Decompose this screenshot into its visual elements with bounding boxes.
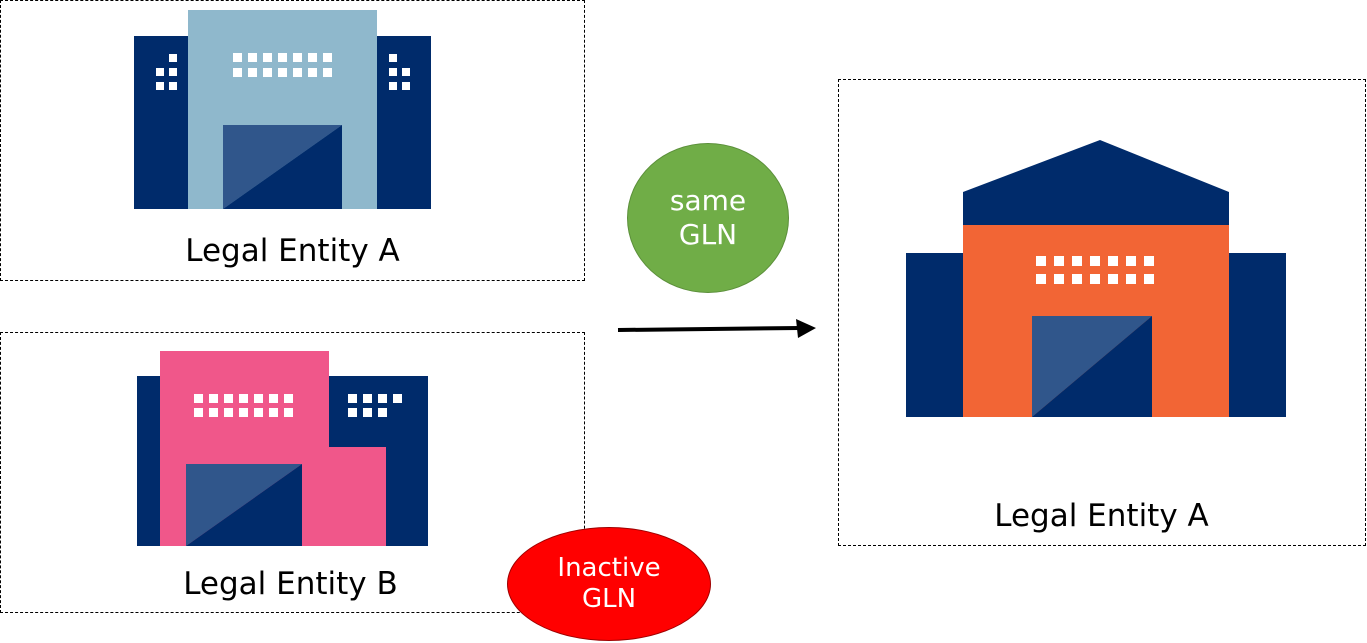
inactive-gln-line2: GLN [581,584,637,614]
office-building-icon [134,10,431,209]
same-gln-line1: same [669,184,747,218]
legal-entity-b-label: Legal Entity B [183,566,398,602]
legal-entity-a-result-label: Legal Entity A [994,498,1209,534]
legal-entity-a-result-box [838,79,1366,546]
same-gln-badge: same GLN [627,143,789,293]
inactive-gln-line1: Inactive [557,552,661,583]
legal-entity-a-label: Legal Entity A [185,233,400,269]
inactive-gln-badge: Inactive GLN [507,527,711,641]
same-gln-line2: GLN [678,218,738,251]
warehouse-building-icon [906,140,1286,417]
legal-entity-b-box [0,332,585,613]
legal-entity-a-box [0,0,585,281]
office-building-icon [137,351,428,546]
arrow-right-icon [617,319,816,338]
